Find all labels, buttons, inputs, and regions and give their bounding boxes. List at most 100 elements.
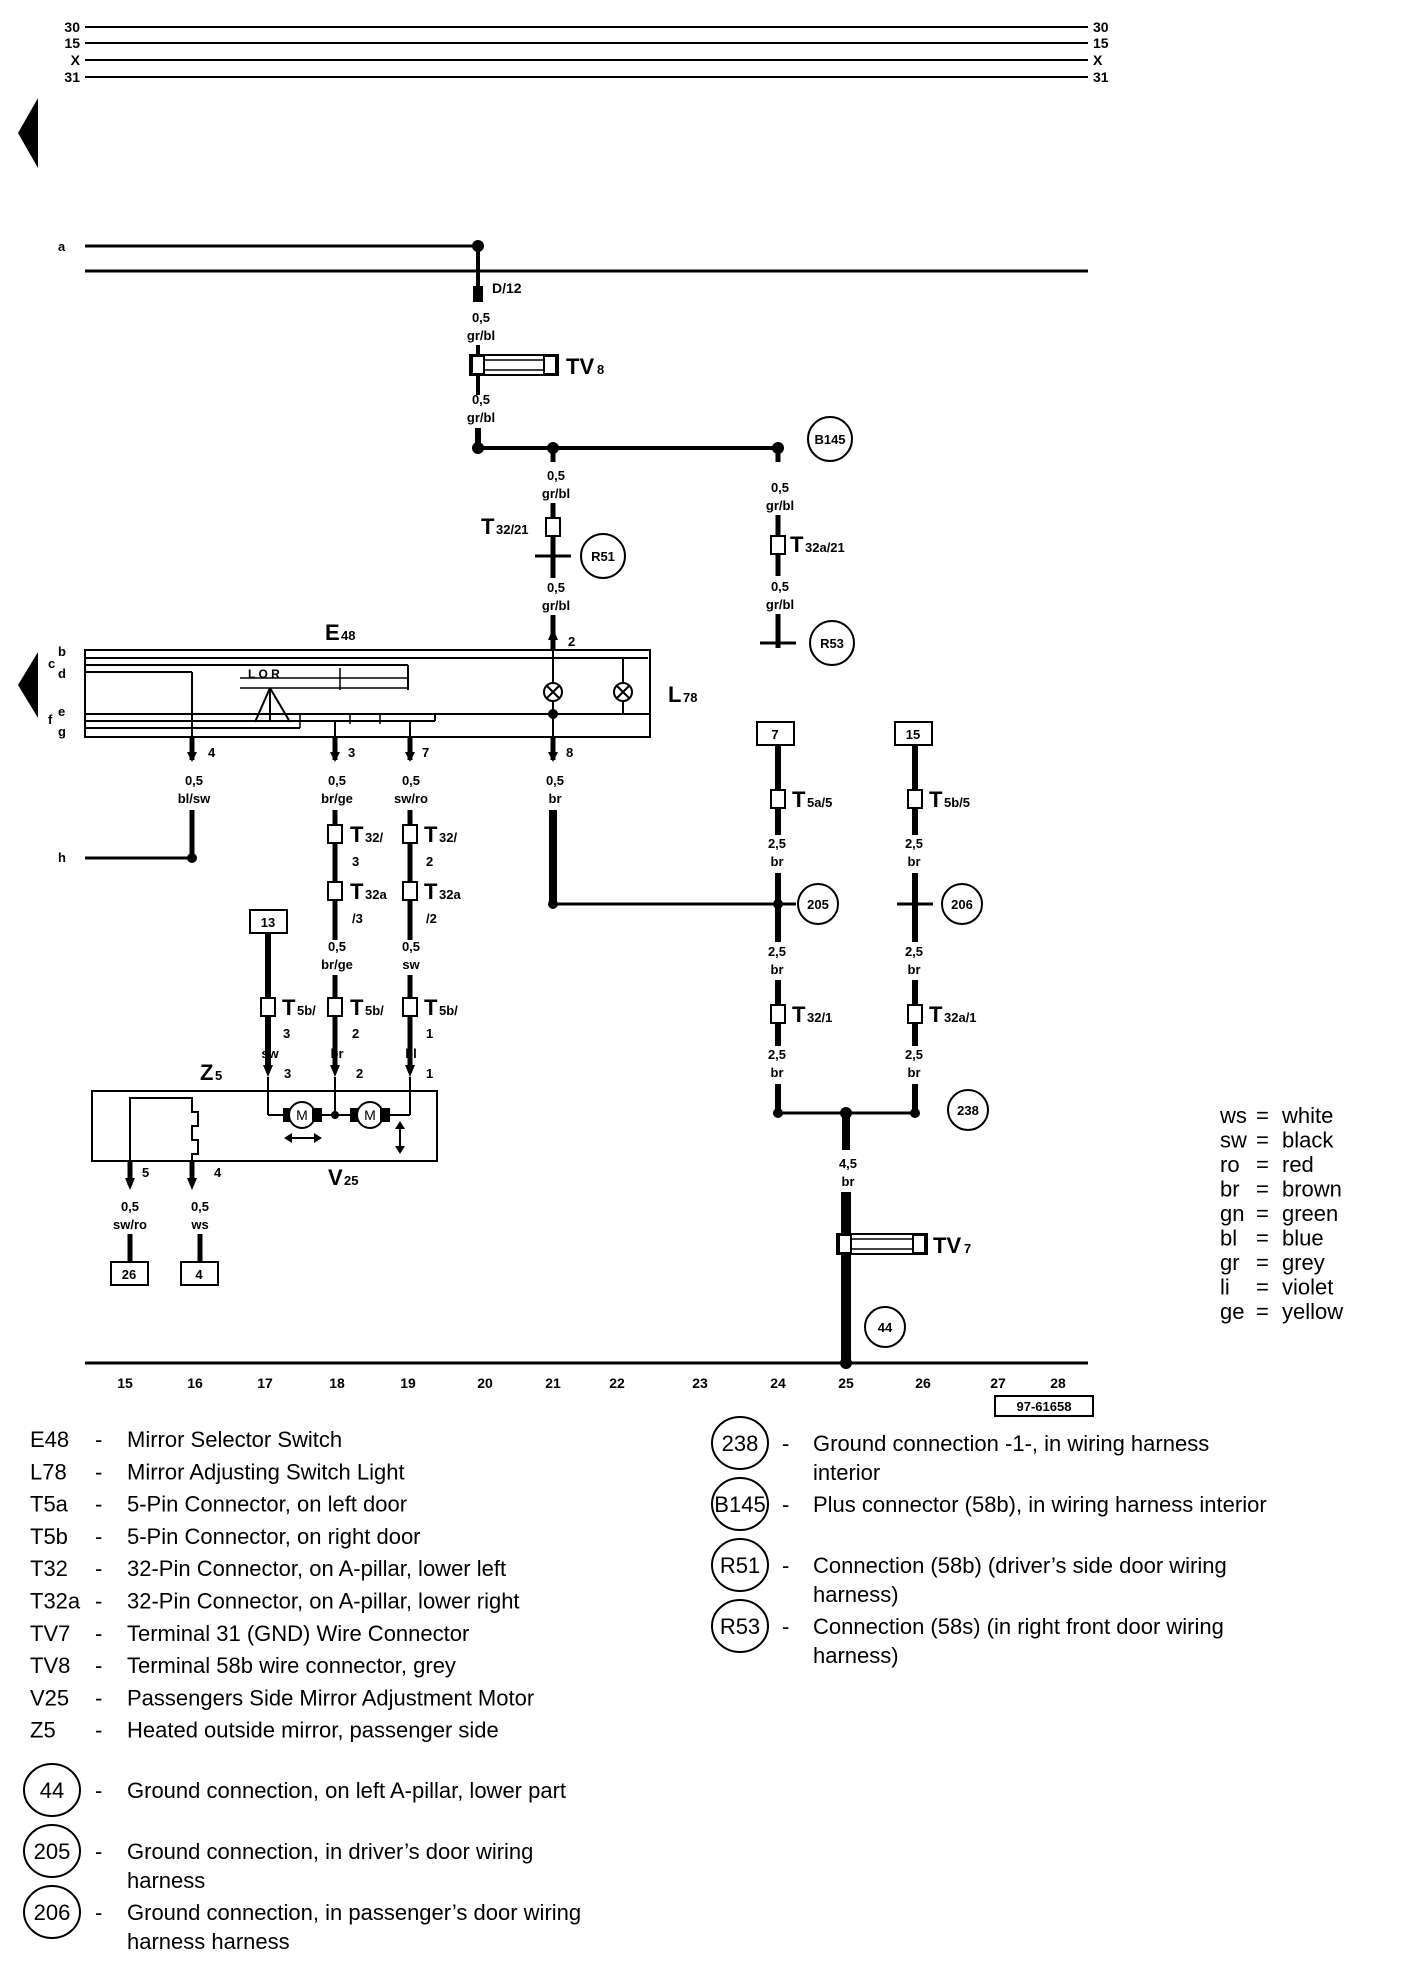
legend-dash: - <box>782 1431 789 1456</box>
color-key-row: bl=blue <box>1220 1226 1324 1251</box>
svg-text:0,5: 0,5 <box>328 773 346 788</box>
svg-text:4: 4 <box>195 1267 203 1282</box>
legend-dash: - <box>95 1589 102 1614</box>
legend-desc: Mirror Adjusting Switch Light <box>127 1459 405 1484</box>
svg-text:48: 48 <box>341 628 355 643</box>
legend-code: T32a <box>30 1589 81 1614</box>
right-legend-desc: Plus connector (58b), in wiring harness … <box>813 1492 1267 1517</box>
ground-legend-desc: Ground connection, in driver’s door wiri… <box>127 1839 533 1864</box>
svg-text:26: 26 <box>122 1267 136 1282</box>
svg-text:2: 2 <box>356 1066 363 1081</box>
svg-text:5: 5 <box>215 1068 222 1083</box>
svg-text:T: T <box>424 995 438 1020</box>
svg-text:gr/bl: gr/bl <box>467 328 495 343</box>
ground-legend-code: 206 <box>34 1900 71 1925</box>
right-legend-circle <box>711 1599 769 1653</box>
right-legend-desc: Ground connection -1-, in wiring harness <box>813 1431 1209 1456</box>
svg-text:0,5: 0,5 <box>472 310 490 325</box>
svg-text:2,5: 2,5 <box>768 836 786 851</box>
supply-rails: 30 15 X 31 30 15 X 31 <box>64 19 1108 85</box>
svg-text:32/21: 32/21 <box>496 522 529 537</box>
svg-text:T: T <box>929 787 943 812</box>
rail-label-31-left: 31 <box>64 69 80 85</box>
legend-dash: - <box>95 1653 102 1678</box>
svg-text:sw/ro: sw/ro <box>394 791 428 806</box>
svg-text:L: L <box>668 682 681 707</box>
svg-text:gr/bl: gr/bl <box>766 498 794 513</box>
svg-text:7: 7 <box>771 727 778 742</box>
svg-text:8: 8 <box>566 745 573 760</box>
legend-desc: 32-Pin Connector, on A-pillar, lower lef… <box>127 1556 506 1581</box>
figure-id-box <box>994 1395 1094 1417</box>
svg-text:br: br <box>771 962 784 977</box>
rail-label-x-right: X <box>1093 52 1103 68</box>
svg-text:3: 3 <box>283 1026 290 1041</box>
rail-label-30-left: 30 <box>64 19 80 35</box>
svg-text:br: br <box>771 854 784 869</box>
svg-text:0,5: 0,5 <box>546 773 564 788</box>
svg-text:c: c <box>48 656 55 671</box>
svg-text:h: h <box>58 850 66 865</box>
wire-label-d12: D/12 <box>492 280 522 296</box>
ground-legend-circle <box>23 1824 81 1878</box>
svg-text:Z: Z <box>200 1060 213 1085</box>
right-legend-desc: interior <box>813 1460 880 1485</box>
svg-text:E: E <box>325 620 340 645</box>
svg-text:13: 13 <box>261 915 275 930</box>
right-legend-circle <box>711 1538 769 1592</box>
svg-text:21: 21 <box>545 1375 561 1391</box>
svg-text:4,5: 4,5 <box>839 1156 857 1171</box>
svg-text:78: 78 <box>683 690 697 705</box>
legend-code: E48 <box>30 1427 69 1452</box>
svg-text:0,5: 0,5 <box>121 1199 139 1214</box>
legend-code: Z5 <box>30 1718 56 1743</box>
svg-text:d: d <box>58 666 66 681</box>
ground-44-circle <box>864 1306 906 1348</box>
ground-legend-desc: Ground connection, on left A-pillar, low… <box>127 1778 566 1803</box>
right-legend-desc: harness) <box>813 1582 899 1607</box>
svg-text:0,5: 0,5 <box>191 1199 209 1214</box>
svg-text:V: V <box>328 1165 343 1190</box>
svg-text:0,5: 0,5 <box>185 773 203 788</box>
svg-text:1: 1 <box>426 1066 433 1081</box>
svg-text:b: b <box>58 644 66 659</box>
svg-text:T: T <box>424 879 438 904</box>
r53-connection-circle <box>809 620 855 666</box>
svg-text:17: 17 <box>257 1375 273 1391</box>
legend-dash: - <box>95 1685 102 1710</box>
svg-text:27: 27 <box>990 1375 1006 1391</box>
legend-dash: - <box>782 1492 789 1517</box>
svg-text:15: 15 <box>117 1375 133 1391</box>
svg-text:br: br <box>549 791 562 806</box>
svg-text:3: 3 <box>348 745 355 760</box>
legend-code: T5b <box>30 1524 68 1549</box>
svg-text:8: 8 <box>597 362 604 377</box>
svg-text:32a/21: 32a/21 <box>805 540 845 555</box>
legend-code: V25 <box>30 1685 69 1710</box>
legend-dash: - <box>95 1839 102 1864</box>
svg-text:32/: 32/ <box>365 830 383 845</box>
color-key-row: ws=white <box>1219 1103 1333 1128</box>
svg-text:T: T <box>282 995 296 1020</box>
svg-text:2,5: 2,5 <box>905 944 923 959</box>
ground-legend-circle <box>23 1885 81 1939</box>
rail-label-15-left: 15 <box>64 35 80 51</box>
svg-text:4: 4 <box>208 745 216 760</box>
right-legend-code: R53 <box>720 1614 760 1639</box>
rail-label-15-right: 15 <box>1093 35 1109 51</box>
box-4 <box>180 1261 219 1286</box>
svg-text:/2: /2 <box>426 911 437 926</box>
svg-text:5b/: 5b/ <box>297 1003 316 1018</box>
legend-dash: - <box>95 1778 102 1803</box>
right-legend-desc: Connection (58s) (in right front door wi… <box>813 1614 1224 1639</box>
svg-text:238: 238 <box>957 1103 979 1118</box>
svg-text:gr/bl: gr/bl <box>766 597 794 612</box>
right-legend-circle <box>711 1477 769 1531</box>
e48-mirror-selector-switch: E 48 L 78 2 L O R <box>84 620 697 738</box>
svg-text:3: 3 <box>352 854 359 869</box>
legend-dash: - <box>95 1900 102 1925</box>
svg-text:0,5: 0,5 <box>402 939 420 954</box>
color-key-row: ge=yellow <box>1220 1299 1343 1324</box>
tv8-connector: TV 8 <box>469 354 604 379</box>
legend-desc: Terminal 31 (GND) Wire Connector <box>127 1621 469 1646</box>
